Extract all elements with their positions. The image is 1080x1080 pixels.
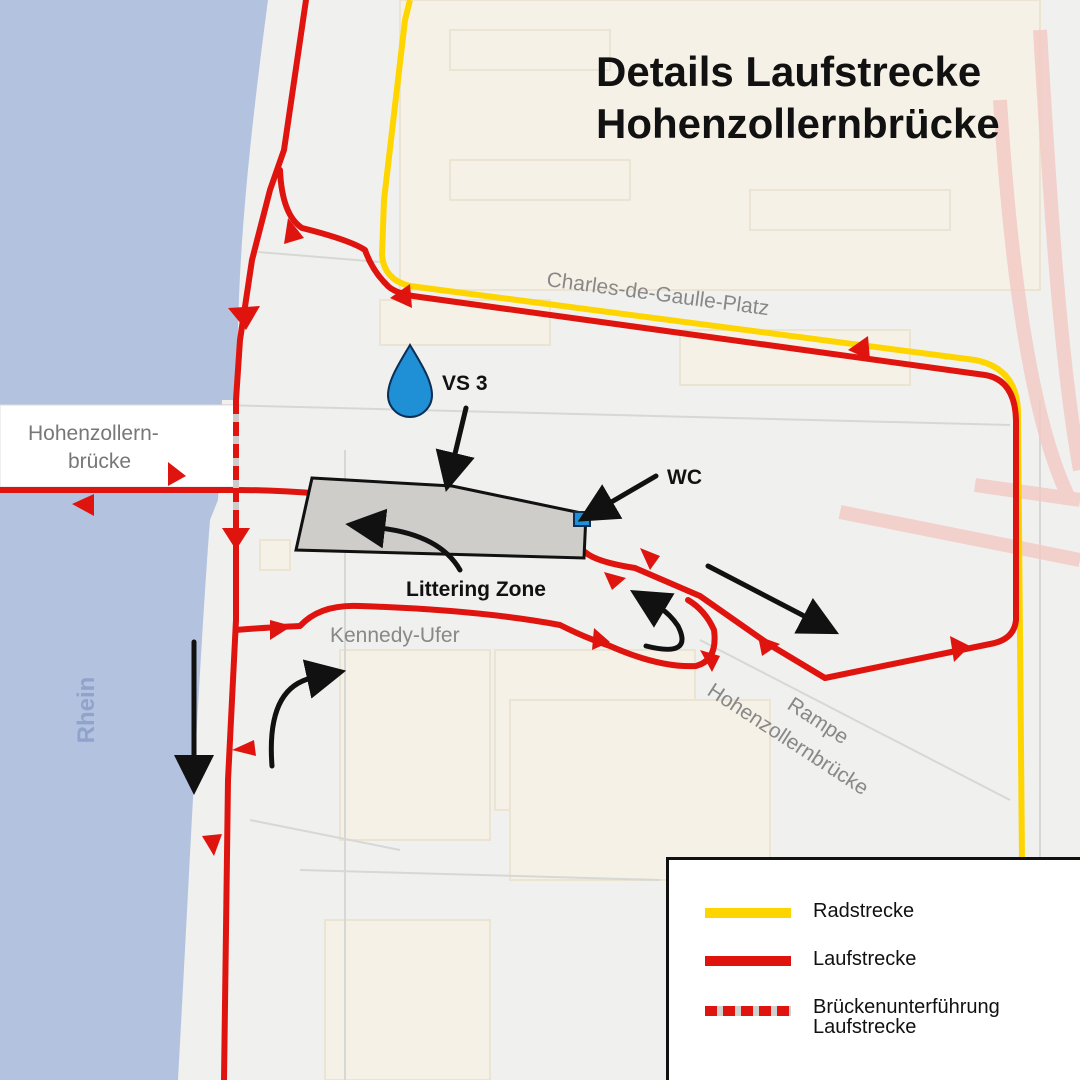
- direction-arrow: [390, 284, 412, 308]
- direction-arrow: [228, 306, 260, 330]
- embankment-label: Kennedy-Ufer: [330, 624, 460, 647]
- direction-arrow: [758, 636, 780, 656]
- map-title-line1: Details Laufstrecke: [596, 48, 982, 95]
- bridge-label-line2: brücke: [68, 450, 131, 473]
- direction-arrow: [202, 834, 222, 856]
- river-label: Rhein: [73, 677, 100, 744]
- legend-swatch-red: [705, 956, 791, 966]
- direction-arrow: [640, 548, 660, 570]
- direction-arrow: [72, 494, 94, 516]
- legend-label-run: Laufstrecke: [813, 948, 917, 970]
- wc-square-icon: [573, 511, 591, 527]
- annotation-arrows: [174, 405, 840, 795]
- direction-arrow: [232, 740, 256, 756]
- route-direction-arrows: [72, 218, 970, 856]
- map-title: Details Laufstrecke Hohenzollernbrücke: [596, 46, 1066, 150]
- building-blocks: [259, 0, 1041, 1080]
- bridge-label-line1: Hohenzollern-: [28, 422, 159, 445]
- direction-arrow: [592, 628, 610, 650]
- river-rhein: [0, 0, 268, 1080]
- bridge-deck: [0, 404, 239, 488]
- legend-swatch-dashed: [705, 1006, 791, 1016]
- legend-label-bike: Radstrecke: [813, 900, 915, 922]
- direction-arrow: [270, 620, 292, 640]
- water-drop-icon: [386, 343, 434, 418]
- legend-swatch-yellow: [705, 908, 791, 918]
- legend-label-underpass-line2: Laufstrecke: [813, 1016, 917, 1038]
- direction-arrow: [168, 462, 186, 486]
- littering-zone-label: Littering Zone: [406, 578, 546, 601]
- direction-arrow: [284, 218, 304, 244]
- direction-arrow: [848, 336, 870, 360]
- direction-arrow: [950, 636, 970, 662]
- map-title-line2: Hohenzollernbrücke: [596, 100, 1000, 147]
- water-station-label: VS 3: [442, 372, 488, 395]
- direction-arrow: [700, 650, 720, 672]
- legend-label-underpass-line1: Brückenunterführung: [813, 996, 1000, 1018]
- direction-arrow: [604, 572, 626, 590]
- direction-arrow: [222, 528, 250, 550]
- railway-tracks: [838, 29, 1080, 567]
- wc-label: WC: [667, 466, 702, 489]
- legend: Radstrecke Laufstrecke Brückenunterführu…: [666, 857, 1080, 1080]
